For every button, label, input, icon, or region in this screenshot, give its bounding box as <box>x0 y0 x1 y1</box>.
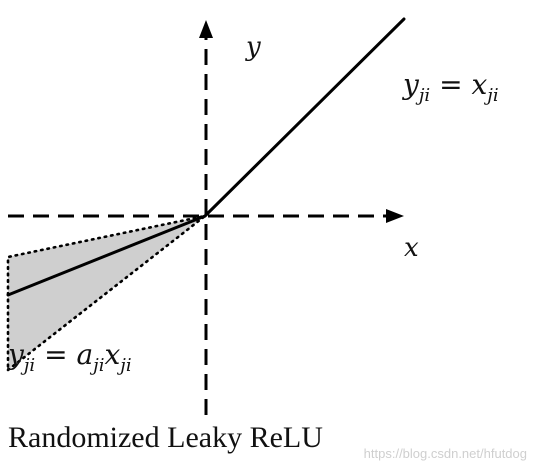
negative-equation: yji = ajixji <box>6 338 132 376</box>
negative-branch-line <box>6 214 207 297</box>
y-axis-label: y <box>245 32 261 62</box>
watermark-text: https://blog.csdn.net/hfutdog <box>364 446 527 461</box>
slope-range-boundary <box>6 214 206 372</box>
diagram-caption: Randomized Leaky ReLU <box>8 421 323 454</box>
y-axis-arrowhead <box>199 20 213 38</box>
positive-equation: yji = xji <box>401 68 499 106</box>
positive-branch-line <box>203 17 406 218</box>
x-axis-arrowhead <box>386 209 404 223</box>
x-axis-label: x <box>404 233 419 263</box>
